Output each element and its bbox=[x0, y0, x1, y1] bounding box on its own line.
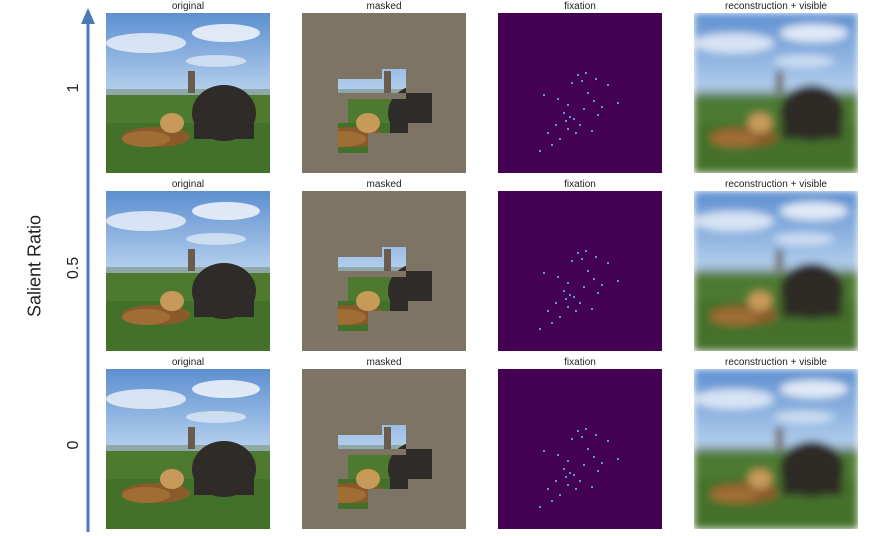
panel-title: fixation bbox=[564, 357, 596, 368]
panel-title: masked bbox=[366, 357, 402, 368]
y-axis-label: Salient Ratio bbox=[24, 214, 45, 318]
panel-title: original bbox=[171, 179, 205, 190]
original-image bbox=[106, 13, 270, 173]
panel-title: original bbox=[171, 1, 205, 12]
reconstruction-image bbox=[694, 191, 858, 351]
y-tick-1: 1 bbox=[65, 83, 82, 93]
panel-title: fixation bbox=[564, 1, 596, 12]
panel-title: original bbox=[171, 357, 205, 368]
fixation-map bbox=[498, 191, 662, 351]
reconstruction-image bbox=[694, 13, 858, 173]
y-axis-arrow bbox=[81, 8, 95, 532]
panel-title: reconstruction + visible bbox=[725, 1, 827, 12]
y-tick-0: 0 bbox=[65, 440, 82, 450]
panel-title: fixation bbox=[564, 179, 596, 190]
y-tick-0.5: 0.5 bbox=[65, 256, 82, 280]
original-image bbox=[106, 191, 270, 351]
masked-image bbox=[302, 191, 466, 351]
panel-title: masked bbox=[366, 1, 402, 12]
original-image bbox=[106, 369, 270, 529]
reconstruction-image bbox=[694, 369, 858, 529]
masked-image bbox=[302, 13, 466, 173]
panel-title: reconstruction + visible bbox=[725, 357, 827, 368]
fixation-map bbox=[498, 13, 662, 173]
panel-title: reconstruction + visible bbox=[725, 179, 827, 190]
masked-image bbox=[302, 369, 466, 529]
fixation-map bbox=[498, 369, 662, 529]
panel-title: masked bbox=[366, 179, 402, 190]
